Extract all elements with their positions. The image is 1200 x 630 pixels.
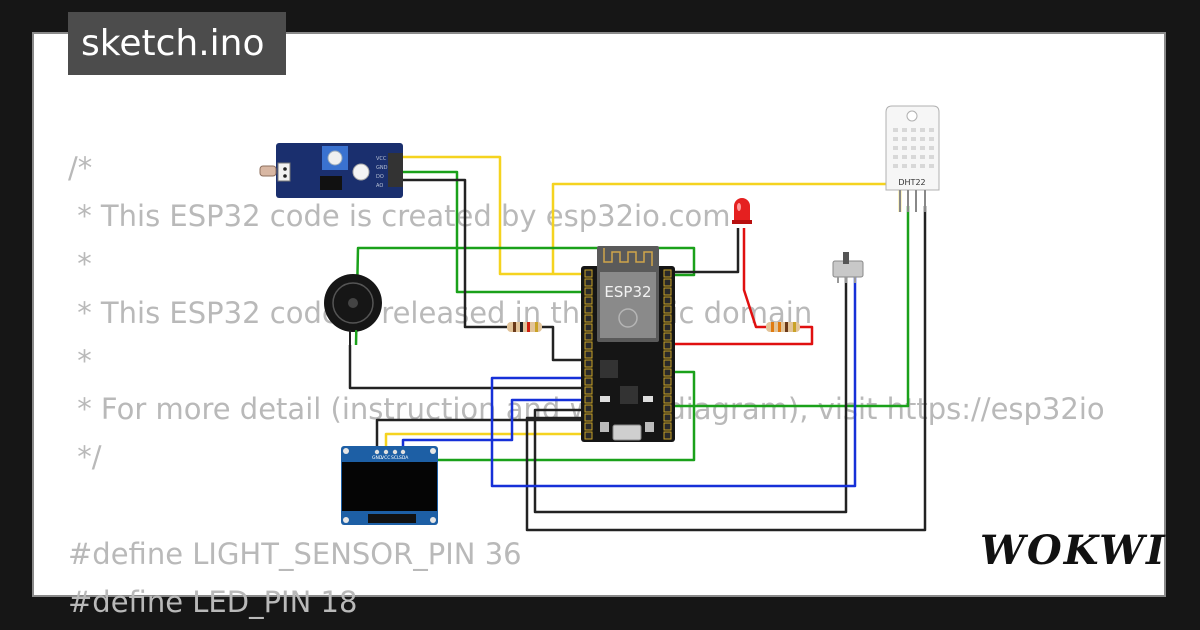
led-red[interactable] <box>732 198 752 224</box>
oled-pin-label: SDA <box>399 455 409 461</box>
code-line: * <box>68 343 92 378</box>
esp32-label: ESP32 <box>604 283 651 301</box>
slide-switch[interactable] <box>832 252 864 283</box>
wire-red <box>670 325 814 346</box>
dht22-sensor[interactable]: DHT22 <box>885 105 940 212</box>
oled-pin-label: GND <box>372 455 383 461</box>
oled-display[interactable]: GND VCC SCL SDA <box>341 446 438 525</box>
resistor-2[interactable] <box>766 322 800 332</box>
wire-black <box>525 206 927 532</box>
wire-red <box>742 228 766 329</box>
code-line: * This ESP32 code is created by esp32io.… <box>68 199 731 234</box>
code-line: */ <box>68 440 102 475</box>
filename-tab[interactable]: sketch.ino <box>68 12 286 75</box>
wokwi-logo[interactable]: WOKWI <box>976 522 1165 578</box>
code-line: #define LIGHT_SENSOR_PIN 36 <box>68 536 522 571</box>
ldr-pin-label: DO <box>376 174 384 180</box>
ldr-pin-label: GND <box>376 165 388 171</box>
esp32-board[interactable]: ESP32 <box>581 246 675 442</box>
ldr-module[interactable]: VCC GND DO AO <box>259 143 403 198</box>
ldr-pin-label: VCC <box>376 156 387 162</box>
ldr-pin-label: AO <box>376 183 383 189</box>
dht22-label: DHT22 <box>898 178 925 187</box>
wire-black <box>348 345 585 390</box>
oled-pin-label: VCC <box>381 455 390 461</box>
wire-green <box>670 206 910 408</box>
code-line: * <box>68 247 92 282</box>
wire-black <box>670 228 740 274</box>
wire-black <box>375 418 585 447</box>
wire-black <box>542 325 585 362</box>
wire-black <box>533 277 848 514</box>
dht22-grille <box>893 128 934 168</box>
wire-blue <box>490 277 857 488</box>
wire-yellow <box>403 155 585 276</box>
code-line: #define LED_PIN 18 <box>68 584 358 619</box>
wokwi-logo-text: WOKWI <box>980 527 1167 574</box>
buzzer[interactable] <box>324 274 382 345</box>
resistor-1[interactable] <box>507 322 542 332</box>
wire-blue <box>401 398 585 447</box>
preview-card: /* * This ESP32 code is created by esp32… <box>34 34 1164 619</box>
wire-green <box>403 170 585 294</box>
espressif-logo-icon <box>618 308 638 328</box>
wire-black <box>403 178 507 329</box>
code-line: /* <box>68 151 93 185</box>
wire-yellow <box>384 432 585 447</box>
oled-pin-label: SCL <box>391 455 400 461</box>
